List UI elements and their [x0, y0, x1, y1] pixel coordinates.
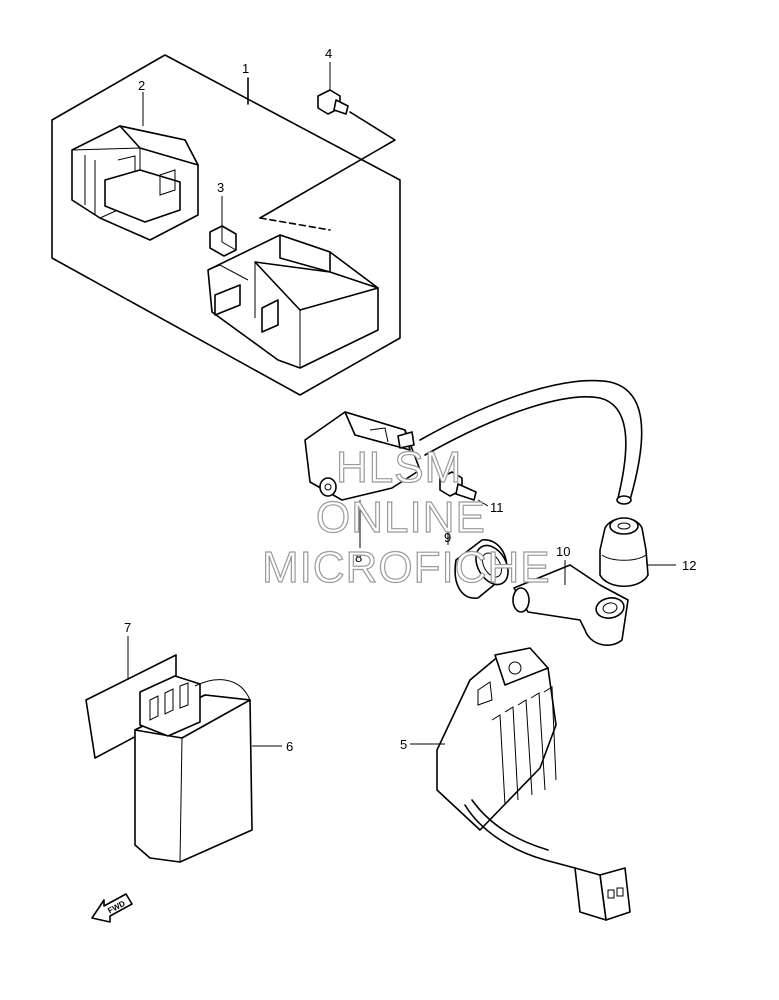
callout-3: 3 [217, 180, 224, 195]
watermark: HLSM ONLINE MICROFICHE [261, 442, 551, 592]
part-6-cdi-unit[interactable] [134, 675, 282, 863]
forward-direction-arrow: FWD [91, 893, 133, 923]
watermark-line-3: MICROFICHE [262, 543, 551, 592]
part-8-sensor[interactable] [304, 411, 421, 548]
callout-5: 5 [400, 737, 407, 752]
callout-4: 4 [325, 46, 332, 61]
callout-6: 6 [286, 739, 293, 754]
callout-7: 7 [124, 620, 131, 635]
callout-11: 11 [490, 500, 504, 515]
part-3-clip[interactable] [209, 196, 237, 257]
part-12-rubber-cap[interactable] [599, 517, 676, 587]
callout-10: 10 [556, 544, 570, 559]
assembly-1-group [51, 54, 401, 396]
callout-12: 12 [682, 558, 696, 573]
starter-relay[interactable] [207, 234, 379, 369]
watermark-line-1: HLSM [336, 443, 462, 492]
watermark-line-2: ONLINE [316, 493, 486, 542]
part-4-bolt[interactable] [259, 62, 396, 231]
part-2-relay-cover[interactable] [71, 92, 199, 241]
part-5-regulator[interactable] [410, 647, 631, 921]
callout-labels: 1 2 3 4 5 6 7 8 9 10 11 12 [124, 46, 696, 754]
callout-8: 8 [355, 550, 362, 565]
part-9-grommet[interactable] [447, 530, 515, 599]
callout-1: 1 [242, 61, 249, 76]
part-10-elbow-hose[interactable] [512, 560, 629, 646]
vacuum-hose[interactable] [419, 379, 643, 505]
part-11-screw[interactable] [439, 471, 489, 507]
callout-9: 9 [444, 530, 451, 545]
callout-2: 2 [138, 78, 145, 93]
